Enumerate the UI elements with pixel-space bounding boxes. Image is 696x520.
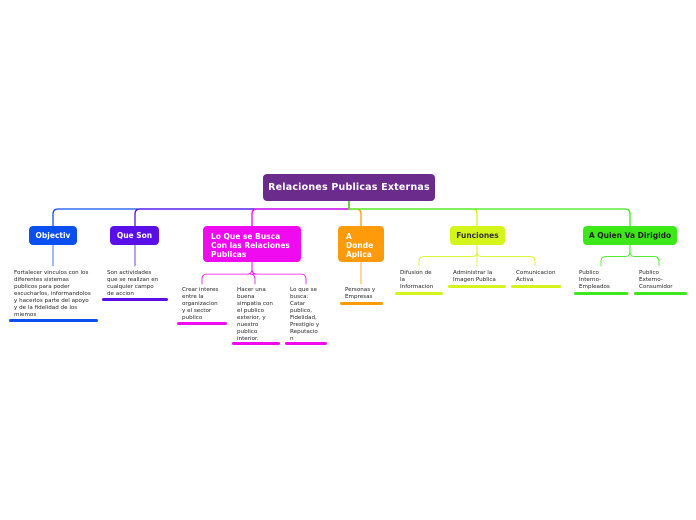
leaf-aplica-1-text: Personas y Empresas xyxy=(345,287,376,300)
branch-objectiv-label: Objectiv xyxy=(35,231,71,240)
root-topic-label: Relaciones Publicas Externas xyxy=(268,182,430,193)
branch-funciones[interactable]: Funciones xyxy=(450,226,505,245)
leaf-underline xyxy=(177,322,227,325)
branch-lo-que-se-busca-label: Lo Que se Busca Con las Relaciones Publi… xyxy=(211,232,290,259)
leaf-connector xyxy=(418,244,478,267)
root-topic[interactable]: Relaciones Publicas Externas xyxy=(263,174,435,201)
leaf-funciones-1[interactable]: Difusion de la Informacion xyxy=(400,270,444,291)
branch-a-donde-aplica[interactable]: A Donde Aplica xyxy=(338,226,384,262)
branch-connector xyxy=(134,200,350,227)
leaf-dirigido-2[interactable]: Publico Externo- Consumidor xyxy=(639,270,687,291)
leaf-funciones-2-text: Administrar la Imagen Publica xyxy=(453,270,496,283)
leaf-funciones-3-text: Comunicacion Activa xyxy=(516,270,556,283)
leaf-busca-3-text: Lo que se busca: Catar publico, Fidelida… xyxy=(290,287,320,342)
leaf-underline xyxy=(511,285,561,288)
branch-que-son[interactable]: Que Son xyxy=(110,226,159,245)
leaf-funciones-2[interactable]: Administrar la Imagen Publica xyxy=(453,270,505,284)
leaf-busca-1-text: Crear interes entre la organizacion y el… xyxy=(182,287,219,321)
branch-a-donde-aplica-label: A Donde Aplica xyxy=(346,232,374,259)
branch-connector xyxy=(251,200,350,227)
leaf-busca-3[interactable]: Lo que se busca: Catar publico, Fidelida… xyxy=(290,287,330,343)
leaf-busca-2[interactable]: Hacer una buena simpatia con el publico … xyxy=(237,287,283,343)
branch-connector xyxy=(348,200,362,227)
branch-connector xyxy=(348,200,478,227)
leaf-aplica-1[interactable]: Personas y Empresas xyxy=(345,287,385,301)
leaf-underline xyxy=(9,319,98,322)
leaf-funciones-1-text: Difusion de la Informacion xyxy=(400,270,434,290)
branch-lo-que-se-busca[interactable]: Lo Que se Busca Con las Relaciones Publi… xyxy=(203,226,301,262)
leaf-underline xyxy=(634,292,687,295)
leaf-dirigido-1[interactable]: Publico Interno- Empleados xyxy=(579,270,623,291)
branch-a-quien-va-dirigido-label: A Quien Va Dirigido xyxy=(588,231,672,240)
leaf-underline xyxy=(232,342,280,345)
branch-funciones-label: Funciones xyxy=(456,231,499,240)
leaf-connector xyxy=(251,261,307,285)
leaf-que-son-1-text: Son actividades que se realizan en cualq… xyxy=(107,270,159,297)
leaf-objectiv-1-text: Fortalecer vinculos con los diferentes s… xyxy=(14,270,91,318)
branch-que-son-label: Que Son xyxy=(116,231,153,240)
branch-connector xyxy=(348,200,631,227)
branch-connector xyxy=(52,200,350,227)
branch-objectiv[interactable]: Objectiv xyxy=(29,226,77,245)
leaf-connector xyxy=(629,244,660,267)
leaf-connector xyxy=(476,244,536,267)
leaf-que-son-1[interactable]: Son actividades que se realizan en cualq… xyxy=(107,270,171,298)
leaf-dirigido-1-text: Publico Interno- Empleados xyxy=(579,270,610,290)
branch-a-quien-va-dirigido[interactable]: A Quien Va Dirigido xyxy=(583,226,677,245)
leaf-underline xyxy=(102,298,168,301)
leaf-busca-1[interactable]: Crear interes entre la organizacion y el… xyxy=(182,287,228,322)
leaf-connector xyxy=(201,261,253,285)
leaf-busca-2-text: Hacer una buena simpatia con el publico … xyxy=(237,287,273,342)
leaf-objectiv-1[interactable]: Fortalecer vinculos con los diferentes s… xyxy=(14,270,114,319)
leaf-connector xyxy=(600,244,631,267)
leaf-underline xyxy=(448,285,506,288)
leaf-underline xyxy=(395,292,443,295)
leaf-underline xyxy=(574,292,628,295)
leaf-underline xyxy=(285,342,327,345)
leaf-funciones-3[interactable]: Comunicacion Activa xyxy=(516,270,564,284)
leaf-underline xyxy=(340,302,383,305)
leaf-dirigido-2-text: Publico Externo- Consumidor xyxy=(639,270,673,290)
